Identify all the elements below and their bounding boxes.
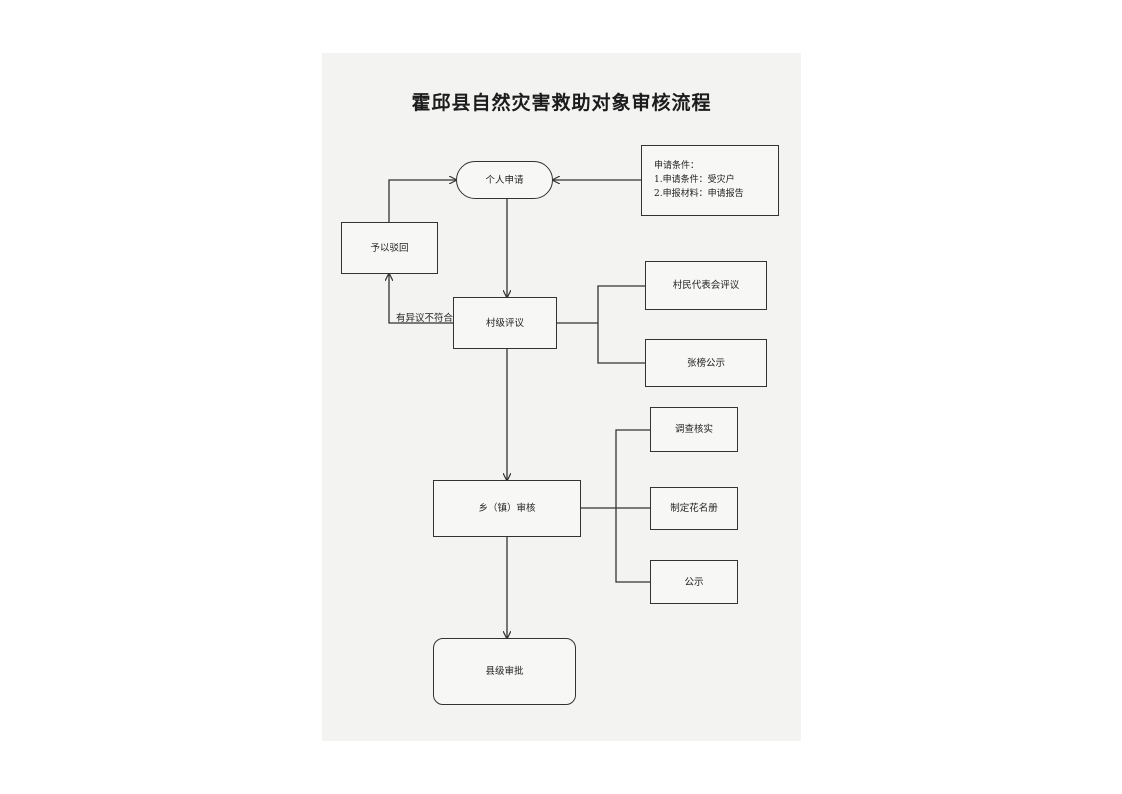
- conditions-heading: 申请条件：: [654, 161, 700, 171]
- node-investigate: 调查核实: [650, 407, 738, 452]
- page-title: 霍邱县自然灾害救助对象审核流程: [411, 92, 712, 114]
- conditions-box: 申请条件： 1.申请条件：受灾户 2.申报材料：申请报告: [641, 145, 779, 216]
- edge-reject-to-apply: [388, 180, 456, 222]
- node-roster: 制定花名册: [650, 487, 738, 530]
- conditions-line-2: 2.申报材料：申请报告: [654, 189, 744, 199]
- node-township-review: 乡（镇）审核: [433, 480, 581, 537]
- conditions-line-1: 1.申请条件：受灾户: [654, 175, 735, 185]
- node-apply: 个人申请: [456, 161, 553, 199]
- node-publicity-2: 公示: [650, 560, 738, 604]
- edge-label-objection: 有异议不符合: [396, 313, 454, 324]
- node-village-review: 村级评议: [453, 297, 557, 349]
- edge-village-to-reject: [389, 274, 453, 324]
- node-reject: 予以驳回: [341, 222, 438, 274]
- node-county-approval: 县级审批: [433, 638, 576, 705]
- bracket-village-branches: [597, 285, 645, 364]
- node-villager-rep-review: 村民代表会评议: [645, 261, 767, 310]
- bracket-township-branches: [615, 429, 650, 583]
- node-publicity-1: 张榜公示: [645, 339, 767, 387]
